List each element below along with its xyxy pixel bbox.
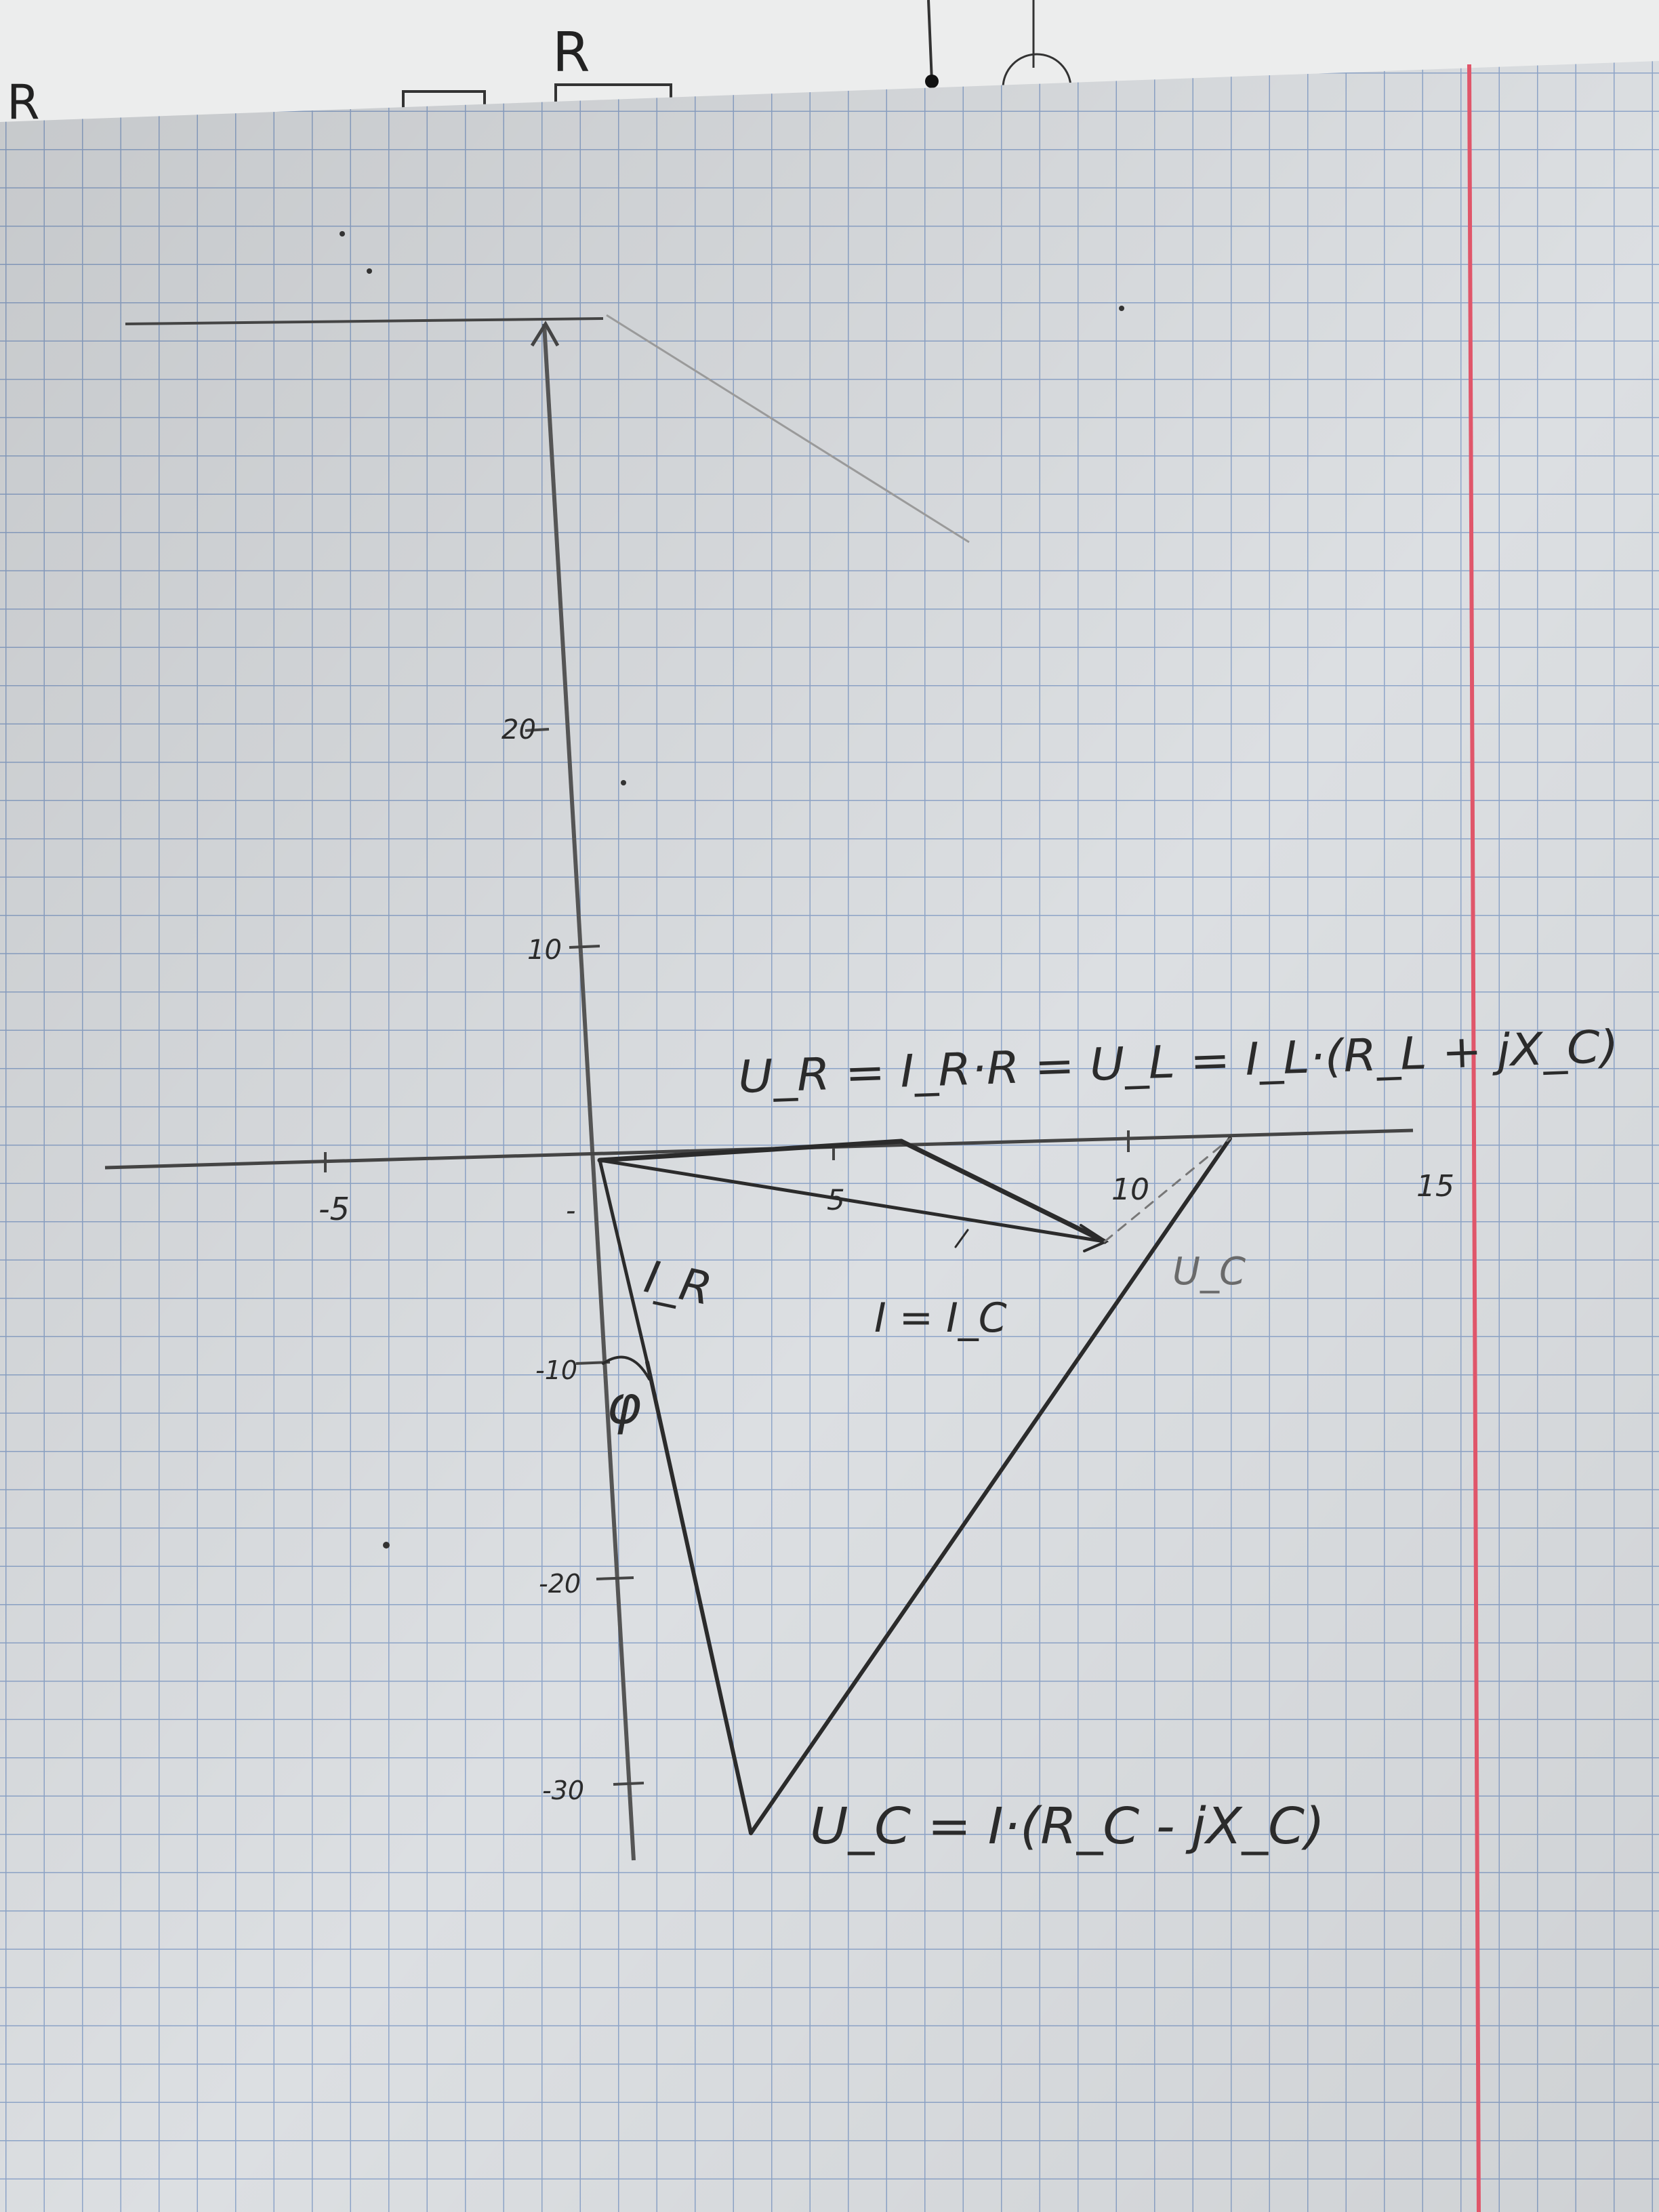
phasor-i-r <box>598 1158 649 1364</box>
phasor-u-l-segment <box>899 1139 1107 1244</box>
phasor-i-ic <box>598 1158 1107 1244</box>
origin-mark: - <box>566 1195 575 1227</box>
y-tick-label-minus20: -20 <box>539 1569 581 1599</box>
tick-y-minus30 <box>613 1782 644 1786</box>
x-tick-label-15: 15 <box>1416 1169 1454 1204</box>
top-ruled-line <box>125 317 604 325</box>
phi-angle-arc <box>602 1355 651 1380</box>
tick-y-10 <box>569 945 600 949</box>
background-resistor-left <box>402 90 486 115</box>
background-source-symbol <box>1002 53 1072 89</box>
phasor-u-c-diagonal <box>749 1136 1232 1835</box>
phasor-u-r <box>597 1139 904 1163</box>
label-pointer-ic <box>954 1229 969 1248</box>
label-u-c-small: U_C <box>1172 1250 1246 1294</box>
tick-y-20 <box>525 728 550 732</box>
faint-diagonal <box>606 314 970 544</box>
y-tick-label-10: 10 <box>527 935 562 966</box>
phasor-u-c-lower <box>645 1360 753 1835</box>
tick-y-minus20 <box>596 1576 634 1580</box>
label-phi: φ <box>607 1375 641 1436</box>
y-tick-label-minus10: -10 <box>535 1355 577 1385</box>
background-label-r-right: R <box>552 21 590 84</box>
x-tick-label-10: 10 <box>1111 1172 1149 1207</box>
margin-line <box>1467 64 1481 2212</box>
pencil-specks <box>340 231 1124 1549</box>
label-i-ic: I = I_C <box>874 1294 1007 1342</box>
y-axis-arrow <box>530 321 560 347</box>
background-resistor-right <box>554 83 672 102</box>
y-tick-label-20: 20 <box>501 714 536 745</box>
x-tick-label-minus5: -5 <box>319 1191 350 1227</box>
bottom-equation: U_C = I·(R_C - jX_C) <box>810 1797 1325 1856</box>
graph-paper-sheet <box>0 61 1659 2212</box>
y-axis <box>542 323 636 1861</box>
phasors <box>597 1136 1232 1835</box>
phasor-u-c-dashed <box>1103 1137 1231 1243</box>
tick-labels: -5 5 10 15 20 10 -10 -20 -30 - <box>319 714 1454 1805</box>
background-node <box>925 75 939 88</box>
background-wire <box>927 0 933 82</box>
y-tick-label-minus30: -30 <box>542 1776 584 1805</box>
